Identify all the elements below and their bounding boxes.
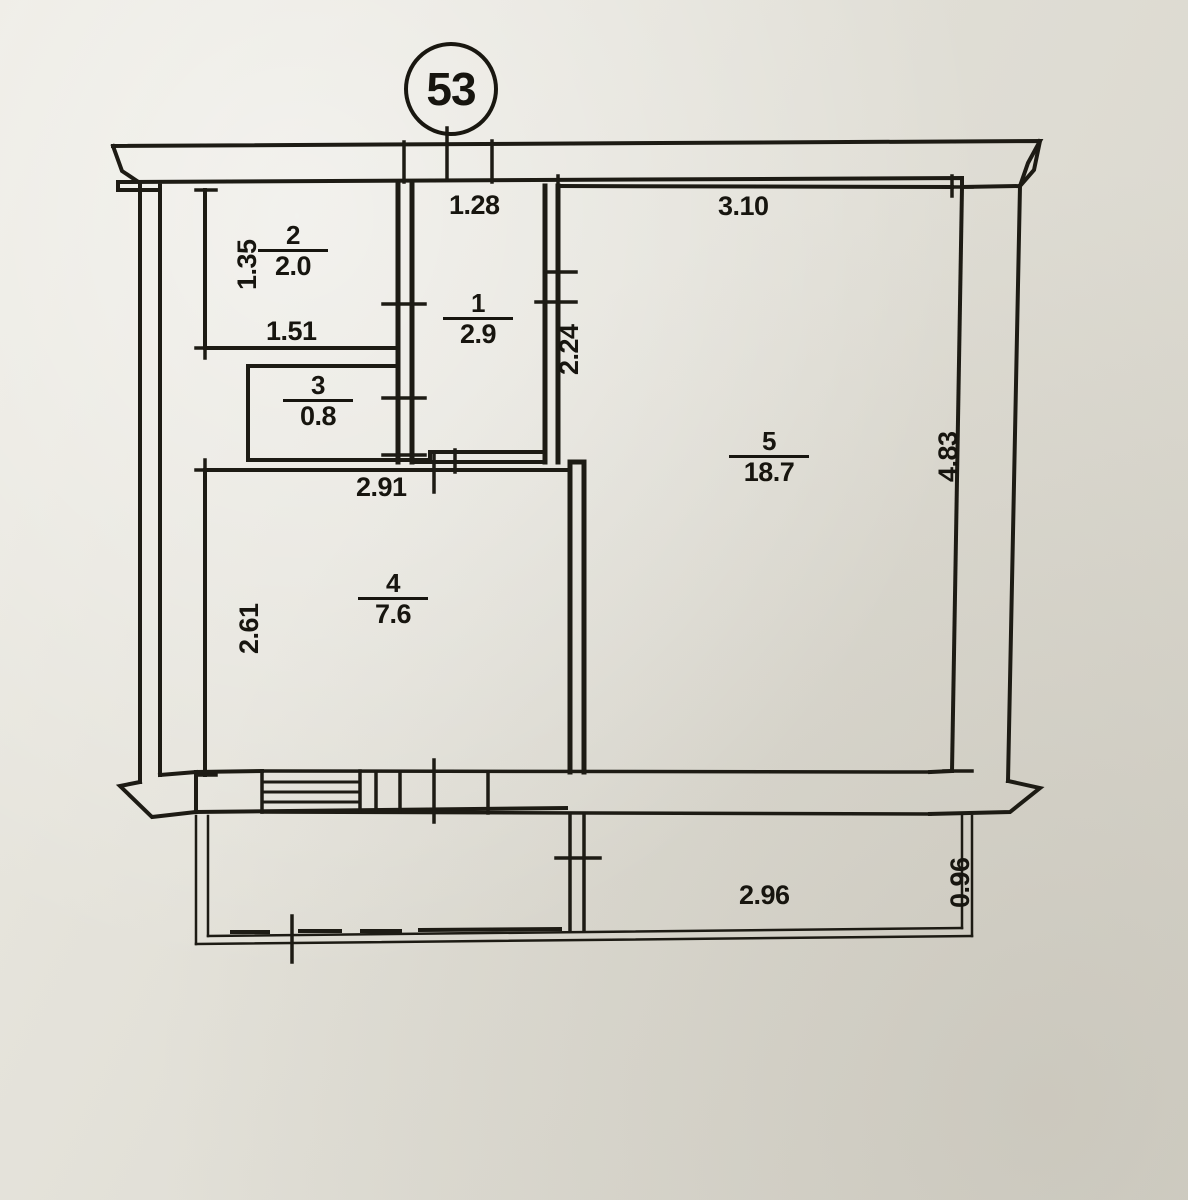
outer-wall-bottom-right-cap bbox=[927, 768, 1045, 817]
dimension-kitchen-top-width: 2.91 bbox=[356, 472, 407, 502]
room-label-4: 4 7.6 bbox=[358, 570, 428, 628]
outer-wall-right bbox=[949, 183, 1023, 784]
partition-hall-bottom bbox=[398, 450, 547, 464]
partition-kitchen-top bbox=[203, 468, 572, 777]
dimension-room2-width: 1.51 bbox=[266, 316, 317, 346]
room-label-5: 5 18.7 bbox=[729, 428, 809, 486]
dimension-balcony-width: 2.96 bbox=[739, 880, 790, 910]
room-label-3: 3 0.8 bbox=[283, 372, 353, 430]
window-block-bottom bbox=[260, 769, 932, 816]
room-area-4: 7.6 bbox=[358, 597, 428, 628]
room-number-5: 5 bbox=[762, 426, 776, 456]
outer-wall-bottom-left-cap bbox=[115, 769, 199, 820]
dimension-living-right-height: 4.83 bbox=[933, 431, 963, 482]
dimension-hall-right-height: 2.24 bbox=[554, 324, 584, 375]
outer-wall-left bbox=[138, 181, 162, 784]
dimension-hall-top-width: 1.28 bbox=[449, 190, 500, 220]
dimension-living-top-width: 3.10 bbox=[718, 191, 769, 221]
room-number-4: 4 bbox=[386, 568, 400, 598]
room-area-2: 2.0 bbox=[258, 249, 328, 280]
room-number-1: 1 bbox=[471, 288, 485, 318]
partition-living-top bbox=[555, 183, 955, 190]
outer-wall-top bbox=[110, 138, 1044, 192]
outer-wall-bottom bbox=[193, 768, 569, 815]
room-label-1: 1 2.9 bbox=[443, 290, 513, 348]
balcony-outline bbox=[194, 814, 974, 946]
dimension-kitchen-left-height: 2.61 bbox=[234, 603, 264, 654]
dimension-ticks bbox=[194, 126, 974, 964]
partition-kitchen-living bbox=[567, 459, 587, 775]
room-area-3: 0.8 bbox=[283, 399, 353, 430]
plan-number-stamp: 53 bbox=[404, 42, 498, 136]
partition-central-spine bbox=[395, 179, 415, 465]
window-glazing-lines bbox=[263, 780, 360, 804]
dimension-room2-height: 1.35 bbox=[232, 239, 262, 290]
room-area-1: 2.9 bbox=[443, 317, 513, 348]
room-number-3: 3 bbox=[311, 370, 325, 400]
room-label-2: 2 2.0 bbox=[258, 222, 328, 280]
dimension-balcony-depth: 0.96 bbox=[945, 857, 975, 908]
balcony-rail bbox=[230, 926, 563, 934]
room-area-5: 18.7 bbox=[729, 455, 809, 486]
partition-room-3 bbox=[246, 364, 402, 462]
room-number-2: 2 bbox=[286, 220, 300, 250]
balcony-door-jamb bbox=[568, 812, 586, 932]
